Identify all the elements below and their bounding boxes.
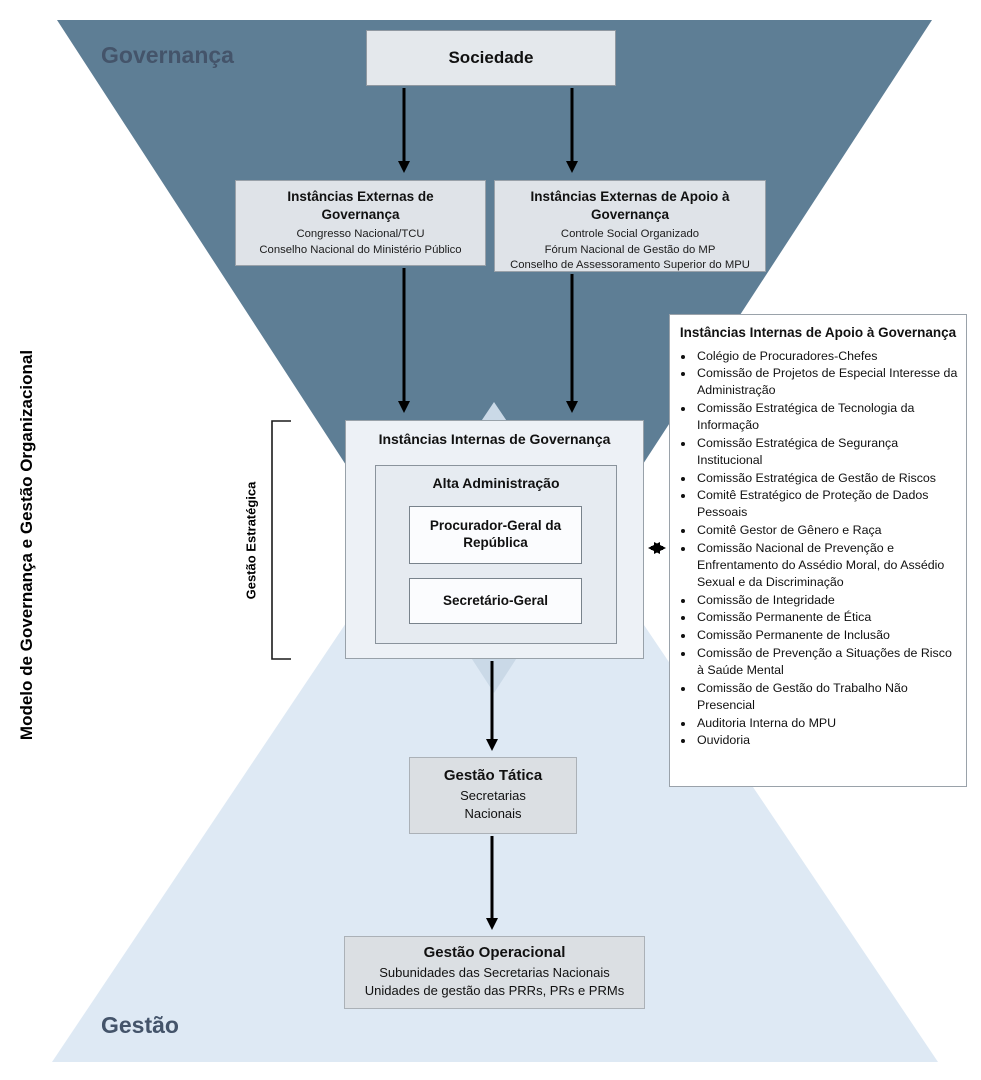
operational-line: Unidades de gestão das PRRs, PRs e PRMs [364,982,625,998]
external-support-lines: Controle Social Organizado Fórum Naciona… [495,227,765,274]
diagram-side-title: Modelo de Governança e Gestão Organizaci… [17,349,36,741]
list-item: Comissão de Projetos de Especial Interes… [695,365,958,399]
secretario-geral-box: Secretário-Geral [409,578,582,624]
external-support-box: Instâncias Externas de Apoio à Governanç… [494,180,766,272]
alta-administracao-title: Alta Administração [432,475,560,491]
internal-governance-box: Instâncias Internas de Governança Alta A… [345,420,644,659]
internal-support-list: Colégio de Procuradores-ChefesComissão d… [678,348,958,750]
internal-support-box: Instâncias Internas de Apoio à Governanç… [669,314,967,787]
external-governance-box: Instâncias Externas de Governança Congre… [235,180,486,266]
procurador-geral-box: Procurador-Geral da República [409,506,582,564]
list-item: Comitê Gestor de Gênero e Raça [695,522,958,539]
list-item: Comissão Estratégica de Segurança Instit… [695,435,958,469]
external-governance-lines: Congresso Nacional/TCU Conselho Nacional… [236,227,485,258]
tactical-line: Secretarias [460,788,526,803]
tactical-title: Gestão Tática [443,767,543,784]
strategic-management-label: Gestão Estratégica [243,481,259,600]
internal-support-title: Instâncias Internas de Apoio à Governanç… [679,325,957,340]
list-item: Comissão Estratégica de Gestão de Riscos [695,470,958,487]
list-item: Comissão de Gestão do Trabalho Não Prese… [695,680,958,714]
list-item: Comissão de Integridade [695,592,958,609]
list-item: Comitê Estratégico de Proteção de Dados … [695,487,958,521]
sociedade-box: Sociedade [366,30,616,86]
external-support-title: Instâncias Externas de Apoio à Governanç… [530,189,730,222]
list-item: Ouvidoria [695,732,958,749]
list-item: Comissão Permanente de Inclusão [695,627,958,644]
list-item: Comissão Estratégica de Tecnologia da In… [695,400,958,434]
list-item: Comissão de Prevenção a Situações de Ris… [695,645,958,679]
management-triangle [52,402,938,1062]
external-support-line: Conselho de Assessoramento Superior do M… [510,259,750,272]
list-item: Comissão Permanente de Ética [695,609,958,626]
alta-administracao-box: Alta Administração Procurador-Geral da R… [375,465,617,644]
operational-management-box: Gestão Operacional Subunidades das Secre… [344,936,645,1009]
external-support-line: Fórum Nacional de Gestão do MP [544,243,716,256]
management-zone-label: Gestão [101,1012,179,1038]
external-governance-line: Conselho Nacional do Ministério Público [259,243,462,256]
list-item: Colégio de Procuradores-Chefes [695,348,958,365]
operational-line: Subunidades das Secretarias Nacionais [379,965,610,980]
tactical-line: Nacionais [464,805,522,821]
list-item: Comissão Nacional de Prevenção e Enfrent… [695,540,958,591]
external-support-line: Controle Social Organizado [560,228,700,241]
governance-zone-label: Governança [101,42,234,68]
operational-lines: Subunidades das Secretarias Nacionais Un… [345,964,644,999]
tactical-lines: Secretarias Nacionais [410,787,576,822]
internal-governance-title: Instâncias Internas de Governança [378,431,611,447]
strategic-bracket [271,420,291,660]
external-governance-line: Congresso Nacional/TCU [296,228,425,241]
list-item: Auditoria Interna do MPU [695,715,958,732]
operational-title: Gestão Operacional [423,944,566,961]
tactical-management-box: Gestão Tática Secretarias Nacionais [409,757,577,834]
external-governance-title: Instâncias Externas de Governança [287,189,434,222]
